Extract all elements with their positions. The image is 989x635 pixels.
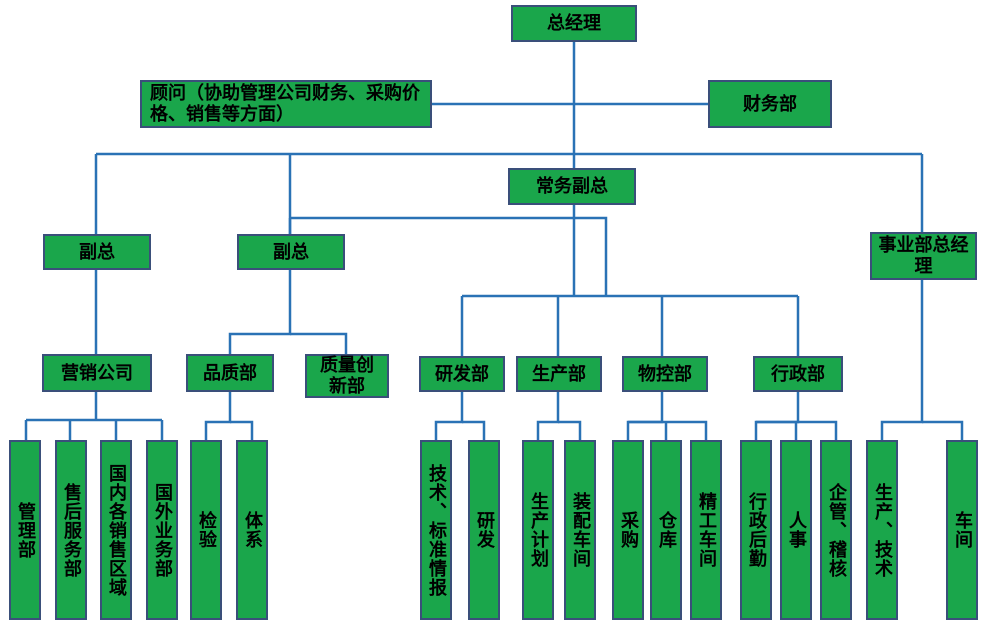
- node-bu-gm: 事业部总经理: [870, 232, 977, 280]
- node-inspection: 检验: [190, 440, 222, 620]
- node-vp-2: 副总: [237, 234, 345, 270]
- node-system: 体系: [236, 440, 268, 620]
- node-exec-vp: 常务副总: [508, 168, 636, 205]
- node-quality-innovation: 质量创新部: [305, 354, 389, 398]
- node-production: 生产部: [516, 356, 602, 392]
- node-finance: 财务部: [708, 80, 832, 128]
- node-finishing-workshop: 精工车间: [690, 440, 722, 620]
- node-tech-standards: 技术、标准情报: [420, 440, 452, 620]
- node-ceo: 总经理: [511, 5, 637, 42]
- node-workshop: 车间: [946, 440, 978, 620]
- node-audit: 企管、稽核: [820, 440, 852, 620]
- node-quality: 品质部: [186, 354, 274, 392]
- node-admin: 行政部: [753, 356, 843, 392]
- node-domestic-sales: 国内各销售区域: [100, 440, 132, 620]
- node-hr: 人事: [780, 440, 812, 620]
- node-admin-logistics: 行政后勤: [740, 440, 772, 620]
- node-assembly-workshop: 装配车间: [564, 440, 596, 620]
- node-warehouse: 仓库: [650, 440, 682, 620]
- node-vp-1: 副总: [43, 234, 151, 270]
- node-marketing: 营销公司: [42, 354, 152, 392]
- node-rnd: 研发部: [419, 356, 505, 392]
- node-material-control: 物控部: [622, 356, 708, 392]
- node-foreign-business: 国外业务部: [146, 440, 178, 620]
- node-purchasing: 采购: [612, 440, 644, 620]
- node-management: 管理部: [9, 440, 41, 620]
- node-advisor: 顾问（协助管理公司财务、采购价格、销售等方面）: [140, 80, 432, 128]
- node-research: 研发: [468, 440, 500, 620]
- node-after-sales: 售后服务部: [55, 440, 87, 620]
- node-production-plan: 生产计划: [522, 440, 554, 620]
- node-production-tech: 生产、技术: [866, 440, 898, 620]
